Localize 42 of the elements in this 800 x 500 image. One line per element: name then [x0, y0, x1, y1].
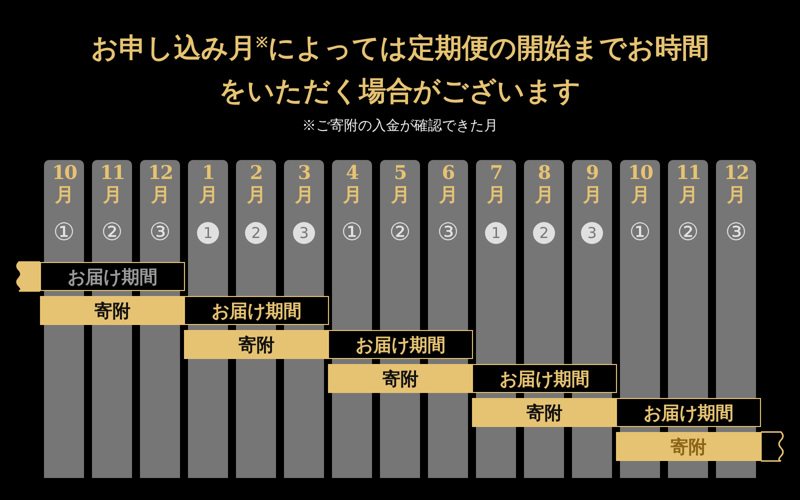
step-number: ① [52, 218, 76, 246]
step-number: 3 [293, 222, 315, 244]
title: お申し込み月$^{※}$によっては定期便の開始までお時間をいただく場合がございます [90, 32, 710, 109]
step-number: 2 [245, 222, 267, 244]
step-number: ② [100, 218, 124, 246]
month-label: 9月 [582, 162, 602, 206]
donation-bar: 寄附 [184, 330, 329, 359]
month-label: 11月 [676, 162, 700, 206]
delivery-period-bar: お届け期間 [472, 364, 617, 393]
month-label: 6月 [438, 162, 458, 206]
month-label: 12月 [724, 162, 748, 206]
month-label: 10月 [52, 162, 76, 206]
step-number: ③ [436, 218, 460, 246]
month-label: 12月 [148, 162, 172, 206]
donation-bar: 寄附 [328, 364, 473, 393]
delivery-period-bar: お届け期間 [328, 330, 473, 359]
month-label: 1月 [198, 162, 218, 206]
month-label: 4月 [342, 162, 362, 206]
step-number: 2 [533, 222, 555, 244]
month-label: 10月 [628, 162, 652, 206]
delivery-period-bar: お届け期間 [40, 262, 185, 291]
step-number: 1 [197, 222, 219, 244]
month-label: 5月 [390, 162, 410, 206]
step-number: ② [676, 218, 700, 246]
step-number: ② [388, 218, 412, 246]
step-number: ③ [148, 218, 172, 246]
month-label: 8月 [534, 162, 554, 206]
donation-bar: 寄附 [616, 432, 761, 461]
month-label: 3月 [294, 162, 314, 206]
delivery-period-bar: お届け期間 [616, 398, 761, 427]
month-label: 11月 [100, 162, 124, 206]
delivery-period-bar: お届け期間 [184, 296, 329, 325]
footnote: ※ご寄附の入金が確認できた月 [301, 117, 499, 135]
month-label: 7月 [486, 162, 506, 206]
step-number: ③ [724, 218, 748, 246]
donation-bar: 寄附 [472, 398, 617, 427]
step-number: ① [340, 218, 364, 246]
step-number: ① [628, 218, 652, 246]
month-label: 2月 [246, 162, 266, 206]
step-number: 1 [485, 222, 507, 244]
step-number: 3 [581, 222, 603, 244]
donation-bar: 寄附 [40, 296, 185, 325]
